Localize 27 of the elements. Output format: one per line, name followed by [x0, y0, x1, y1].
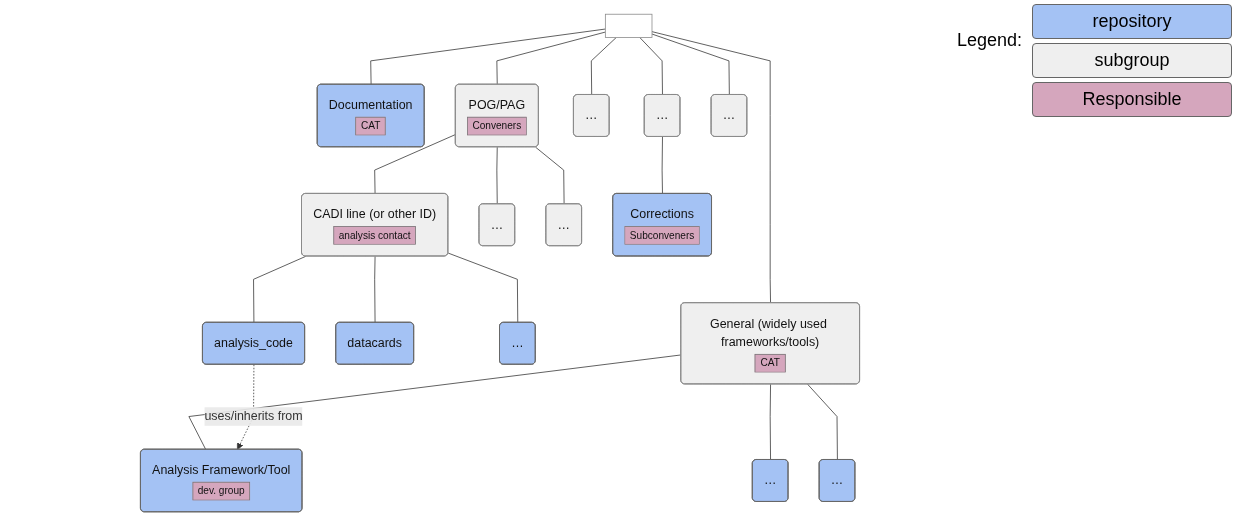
connector	[807, 383, 838, 461]
responsible-tag: Subconveners	[624, 226, 700, 245]
legend-swatch: subgroup	[1032, 43, 1232, 78]
responsible-tag: analysis contact	[333, 226, 417, 245]
connector	[374, 256, 376, 324]
connector	[374, 134, 457, 195]
connector	[535, 146, 565, 205]
connector	[651, 31, 771, 304]
responsible-tag: CAT	[755, 353, 786, 373]
responsible-tag: CAT	[355, 116, 386, 136]
connector	[447, 252, 519, 324]
connector	[651, 33, 730, 96]
node-box	[604, 13, 653, 38]
edge-label: uses/inherits from	[204, 409, 303, 423]
connector	[661, 136, 663, 195]
responsible-tag: dev. group	[192, 481, 251, 501]
legend-heading: Legend:	[956, 30, 1022, 51]
connector	[639, 37, 663, 96]
connector	[496, 31, 606, 85]
connector	[590, 37, 617, 96]
legend-swatch: Responsible	[1032, 82, 1232, 117]
connector	[769, 383, 771, 461]
responsible-tag: Conveners	[466, 116, 527, 136]
connector	[253, 256, 307, 324]
connector	[370, 28, 606, 85]
legend-swatch: repository	[1032, 4, 1232, 39]
connector	[496, 146, 498, 205]
